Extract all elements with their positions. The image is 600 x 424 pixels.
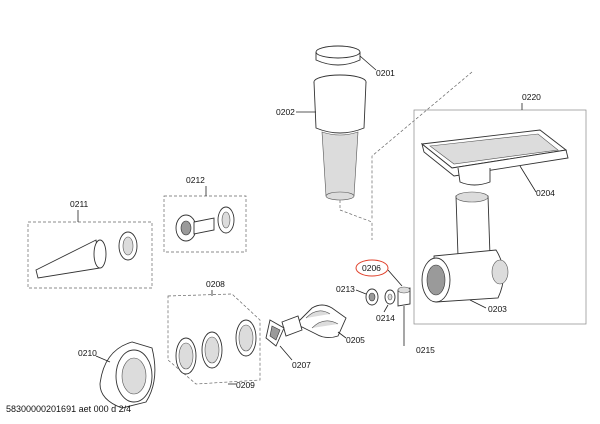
label-0204: 0204 <box>536 188 555 198</box>
part-0211-sausage-attachment <box>27 210 153 289</box>
part-0210-ring-nut <box>95 341 156 409</box>
label-0214: 0214 <box>376 313 395 323</box>
label-0203: 0203 <box>488 304 507 314</box>
part-0205-auger <box>281 304 347 339</box>
label-0215: 0215 <box>416 345 435 355</box>
part-0203-housing <box>421 191 509 309</box>
part-0206-bushing <box>387 269 411 307</box>
part-0214-washer <box>383 289 396 313</box>
label-0205: 0205 <box>346 335 365 345</box>
highlight-circle <box>355 259 389 277</box>
label-0208: 0208 <box>206 279 225 289</box>
label-0210: 0210 <box>78 348 97 358</box>
label-0206: 0206 <box>362 263 381 273</box>
label-0212: 0212 <box>186 175 205 185</box>
part-0208-0209-plates <box>167 290 261 385</box>
label-0213: 0213 <box>336 284 355 294</box>
label-0202: 0202 <box>276 107 295 117</box>
part-0212-kibbe-attachment <box>163 186 247 253</box>
label-0201: 0201 <box>376 68 395 78</box>
part-0202-pusher <box>296 74 367 201</box>
part-0207-knife <box>265 319 293 361</box>
part-0204-tray <box>420 129 569 193</box>
label-0220: 0220 <box>522 92 541 102</box>
label-0211: 0211 <box>70 199 89 209</box>
assembly-guide-line <box>339 71 473 240</box>
label-0209: 0209 <box>236 380 255 390</box>
part-0213-ring <box>355 288 379 306</box>
frame-0220 <box>413 109 587 325</box>
part-0201-cap <box>315 45 377 71</box>
document-footer: 58300000201691 aet 000 d 2/4 <box>6 404 132 414</box>
label-0207: 0207 <box>292 360 311 370</box>
